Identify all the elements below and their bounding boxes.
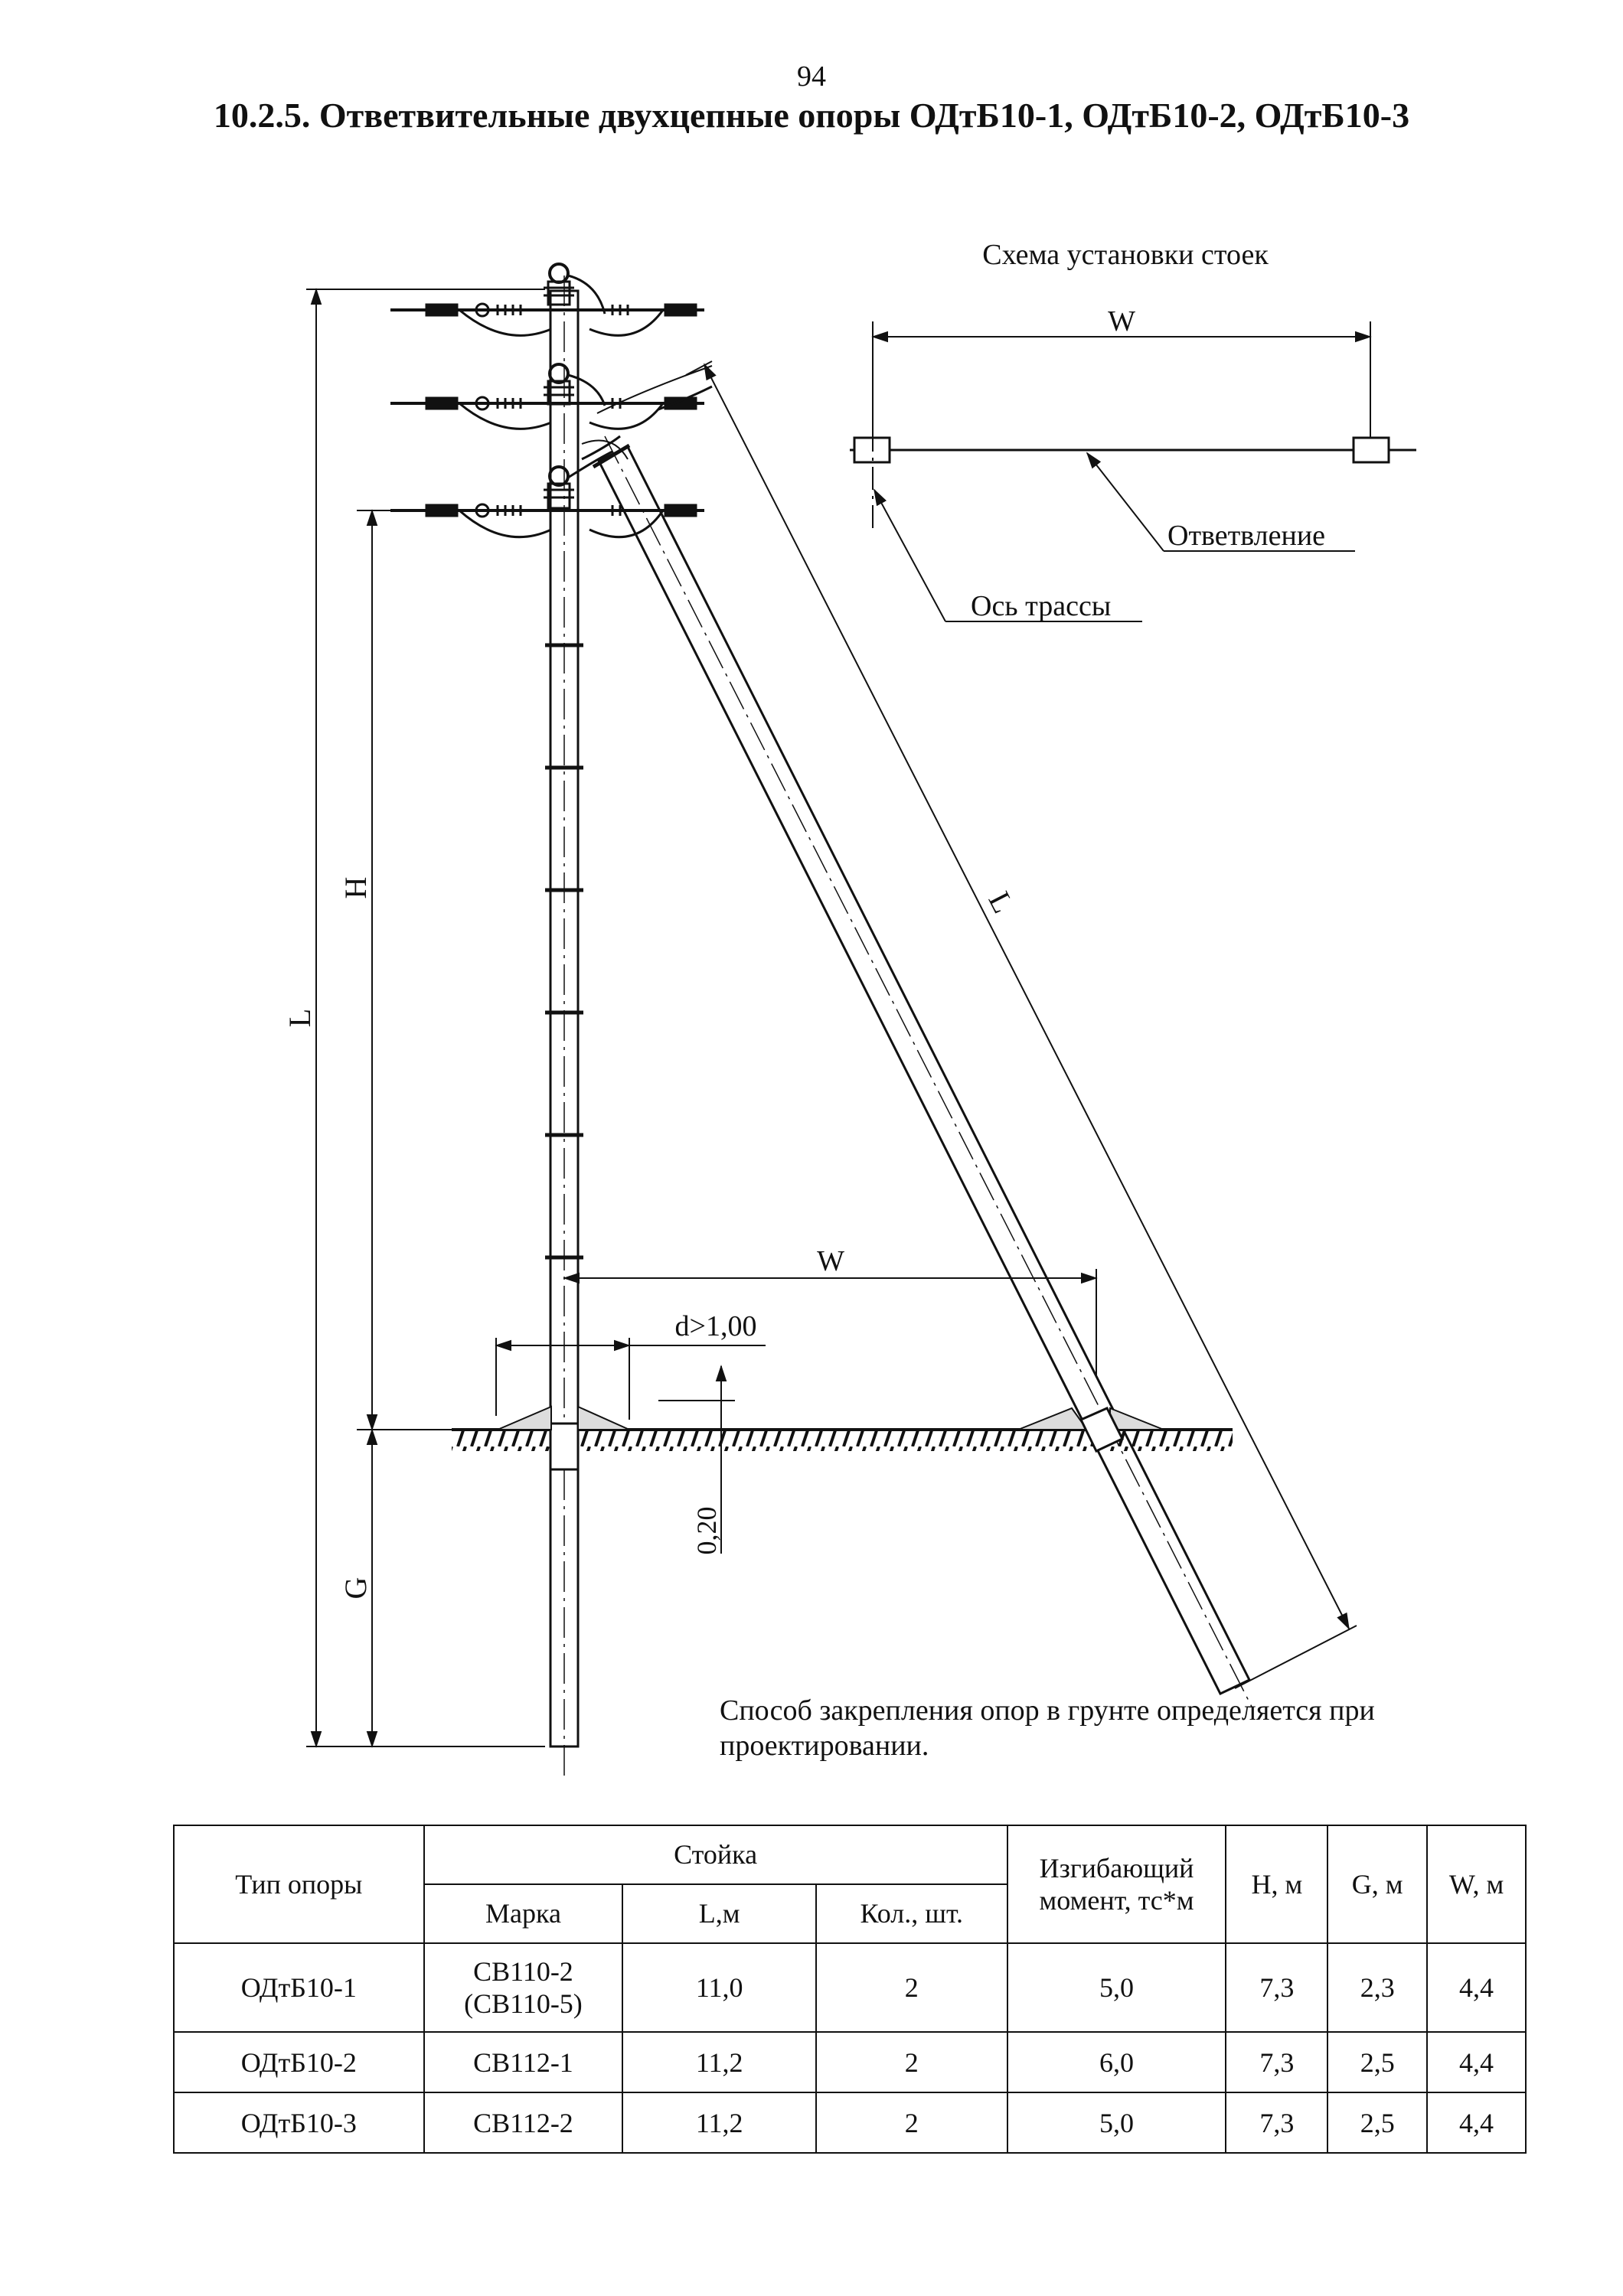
crossarms	[390, 263, 713, 539]
cell-h: 7,3	[1225, 1942, 1329, 2033]
cell-g: 2,5	[1327, 2092, 1429, 2154]
section-title: 10.2.5. Ответвительные двухцепные опоры …	[213, 96, 1410, 135]
installation-note: Способ закрепления опор в грунте определ…	[720, 1694, 1375, 1762]
installation-scheme: Схема установки стоек W Ответвление Ось …	[850, 239, 1416, 622]
cell-grade: СВ110-2 (СВ110-5)	[423, 1942, 624, 2033]
cell-moment: 5,0	[1006, 1942, 1227, 2033]
header-length: L,м	[622, 1883, 817, 1944]
vertical-pole	[545, 276, 583, 1779]
cell-length: 11,2	[622, 2031, 817, 2093]
cell-h: 7,3	[1225, 2092, 1329, 2154]
header-w: W, м	[1426, 1825, 1527, 1944]
cell-type: ОДтБ10-3	[173, 2092, 425, 2154]
header-moment: Изгибающий момент, тс*м	[1006, 1825, 1227, 1944]
cell-qty: 2	[815, 2092, 1008, 2154]
h-label: H	[338, 877, 373, 899]
cell-w: 4,4	[1426, 1942, 1527, 2033]
cell-length: 11,0	[622, 1942, 817, 2033]
header-h: H, м	[1225, 1825, 1329, 1944]
d-label: d>1,00	[675, 1310, 757, 1342]
g-label: G	[338, 1577, 373, 1600]
l-label: L	[282, 1009, 317, 1027]
table-row: ОДтБ10-2 СВ112-1 11,2 2 6,0 7,3 2,5 4,4	[173, 2031, 1527, 2093]
cell-moment: 6,0	[1006, 2031, 1227, 2093]
branch-label: Ответвление	[1167, 520, 1325, 552]
table-row: ОДтБ10-3 СВ112-2 11,2 2 5,0 7,3 2,5 4,4	[173, 2092, 1527, 2154]
ground	[452, 1405, 1233, 1471]
cell-w: 4,4	[1426, 2092, 1527, 2154]
cell-qty: 2	[815, 1942, 1008, 2033]
header-qty: Кол., шт.	[815, 1883, 1008, 1944]
cell-h: 7,3	[1225, 2031, 1329, 2093]
header-grade: Марка	[423, 1883, 624, 1944]
dimension-lines: L H G	[282, 288, 545, 1748]
table-subheader-row: Марка L,м Кол., шт.	[174, 1883, 1526, 1944]
page-number: 94	[797, 60, 826, 93]
cell-grade: СВ112-2	[423, 2092, 624, 2154]
table-header-row: Тип опоры Стойка Изгибающий момент, тс*м…	[173, 1825, 1527, 1944]
route-axis-label: Ось трассы	[971, 590, 1111, 622]
depth-dimension: 0,20	[658, 1365, 735, 1555]
l-diag-label: L	[981, 886, 1020, 918]
w-dimension: W	[563, 1245, 1098, 1378]
cell-grade: СВ112-1	[423, 2031, 624, 2093]
w-bottom-label: W	[817, 1245, 844, 1277]
spec-table: Тип опоры Стойка Изгибающий момент, тс*м…	[173, 1825, 1527, 2154]
header-g: G, м	[1327, 1825, 1429, 1944]
cell-qty: 2	[815, 2031, 1008, 2093]
cell-moment: 5,0	[1006, 2092, 1227, 2154]
cell-grade-line: СВ112-2	[473, 2107, 573, 2138]
cell-grade-line: СВ112-1	[473, 2047, 573, 2078]
cell-length: 11,2	[622, 2092, 817, 2154]
cell-type: ОДтБ10-1	[173, 1942, 425, 2033]
pole-drawing: Схема установки стоек W Ответвление Ось …	[282, 239, 1416, 1779]
cell-grade-line: СВ110-2	[473, 1955, 573, 1987]
table-row: ОДтБ10-1 СВ110-2 (СВ110-5) 11,0 2 5,0 7,…	[173, 1942, 1527, 2033]
cell-g: 2,3	[1327, 1942, 1429, 2033]
scheme-w-label: W	[1108, 305, 1135, 338]
header-stand: Стойка	[423, 1825, 1008, 1885]
stand-right	[1352, 436, 1390, 464]
inclined-pole: L	[592, 360, 1357, 1707]
cell-type: ОДтБ10-2	[173, 2031, 425, 2093]
cell-w: 4,4	[1426, 2031, 1527, 2093]
header-type: Тип опоры	[173, 1825, 425, 1944]
d-dimension: d>1,00	[495, 1310, 766, 1420]
cell-g: 2,5	[1327, 2031, 1429, 2093]
depth-label: 0,20	[691, 1507, 722, 1555]
cell-grade-line: (СВ110-5)	[464, 1988, 583, 2019]
scheme-title: Схема установки стоек	[982, 239, 1269, 271]
